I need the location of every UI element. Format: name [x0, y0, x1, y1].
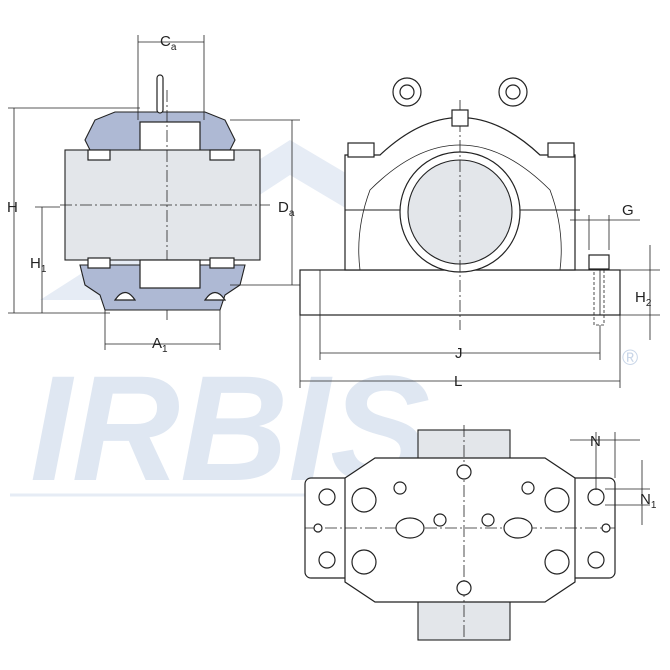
- base-slot-left: [313, 523, 323, 533]
- cap-bolt-head-top-right: [544, 487, 570, 513]
- lifting-eye-top-left: [395, 517, 425, 539]
- h2-label: H2: [635, 289, 652, 309]
- housing-recess-right: [203, 291, 227, 301]
- top-grease-fitting: [451, 109, 469, 127]
- base-hole-bottom-left: [318, 551, 336, 569]
- ca-label: Ca: [160, 33, 177, 53]
- grease-fitting-top: [456, 464, 472, 480]
- housing-recess-left: [113, 291, 137, 301]
- cap-bolt-left: [347, 142, 375, 158]
- lifting-eye-right-hole: [505, 84, 521, 100]
- cap-bolt-head-bottom-left: [351, 549, 377, 575]
- a1-label: A1: [152, 335, 168, 355]
- cap-bolt-head-top-left: [351, 487, 377, 513]
- cap-bolt-head-bottom-right: [544, 549, 570, 575]
- cap-bolt-right: [547, 142, 575, 158]
- upper-bearing-ring: [139, 121, 201, 153]
- l-label: L: [454, 373, 462, 390]
- grease-fitting-bottom: [456, 580, 472, 596]
- section-view: [60, 74, 270, 320]
- j-label: J: [455, 345, 463, 362]
- plug-top-right: [521, 481, 535, 495]
- section-dimensions: Ca H H1 Da A1: [7, 33, 300, 355]
- grease-nipple: [156, 74, 164, 114]
- base-hole-bottom-right: [587, 551, 605, 569]
- lifting-eye-top-right: [503, 517, 533, 539]
- base-hole-top-right: [587, 488, 605, 506]
- seal-lower-left: [87, 257, 111, 269]
- seal-lower-right: [209, 257, 235, 269]
- h-label: H: [7, 199, 18, 216]
- lifting-eye-left-hole: [399, 84, 415, 100]
- front-view: [299, 77, 621, 330]
- plug-top-left: [393, 481, 407, 495]
- top-view-dimensions: N N1: [570, 432, 657, 525]
- lower-bearing-ring: [139, 259, 201, 289]
- h1-label: H1: [30, 255, 47, 275]
- seal-upper-right: [209, 149, 235, 161]
- foundation-bolt-nut: [588, 254, 610, 270]
- base-hole-top-left: [318, 488, 336, 506]
- front-dimensions: G H2 J L: [299, 202, 660, 390]
- plug-center-right: [481, 513, 495, 527]
- seal-upper-left: [87, 149, 111, 161]
- housing-top-outline: [344, 457, 576, 603]
- top-view: [304, 425, 616, 641]
- foundation-bolt-shank: [593, 269, 605, 326]
- g-label: G: [622, 202, 634, 219]
- n1-label: N1: [640, 491, 657, 511]
- plug-center-left: [433, 513, 447, 527]
- n-label: N: [590, 433, 601, 450]
- base-slot-right: [601, 523, 611, 533]
- da-label: Da: [278, 199, 295, 219]
- watermark-registered-mark: ®: [622, 345, 638, 370]
